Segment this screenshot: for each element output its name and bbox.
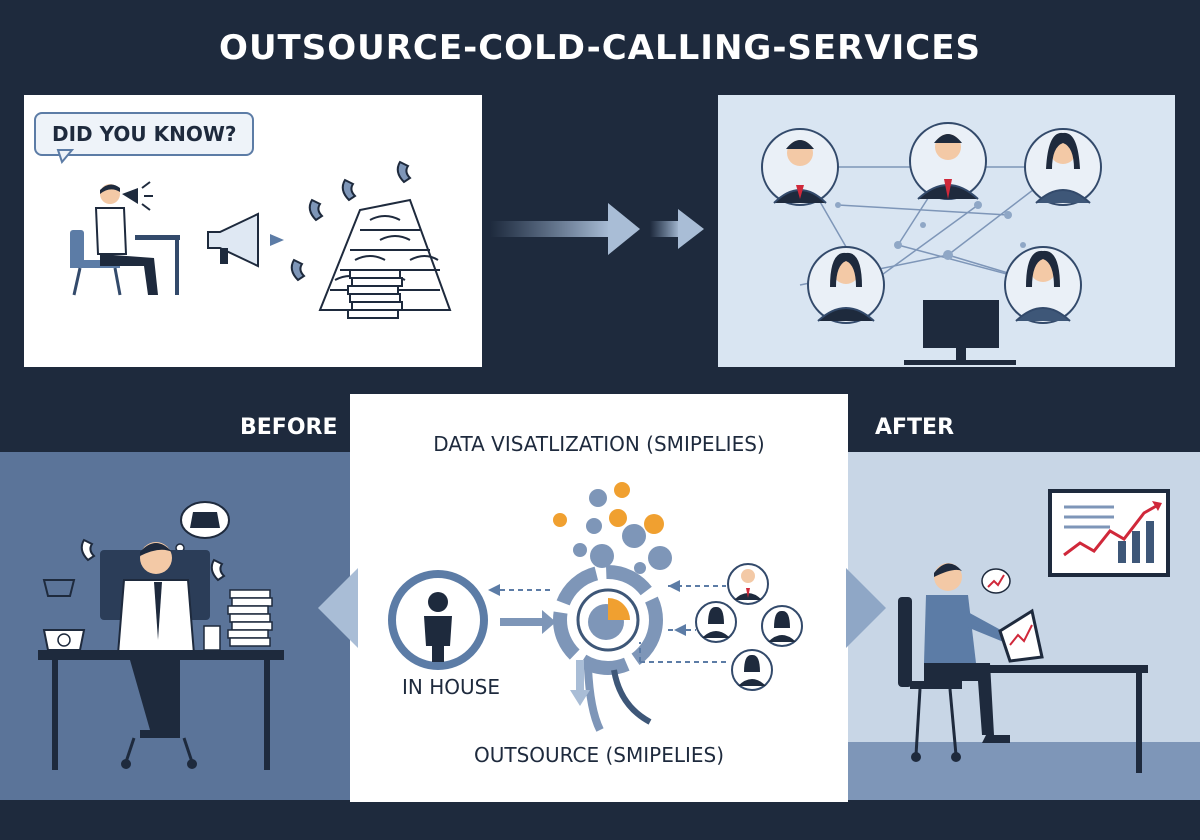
chevron-right-icon: [846, 568, 886, 648]
in-house-label: IN HOUSE: [402, 675, 500, 699]
after-label: AFTER: [875, 415, 955, 440]
outsource-label: OUTSOURCE (SMIPELIES): [473, 743, 725, 767]
center-heading: DATA VISATLIZATION (SMIPELIES): [433, 432, 765, 456]
did-you-know-bubble: DID YOU KNOW?: [34, 112, 255, 156]
chevron-left-icon: [318, 568, 358, 648]
top-arrows: [490, 203, 704, 255]
bubble-tail: [56, 149, 75, 165]
call-center-network-illustration: [761, 122, 1102, 365]
megaphone-icon: [207, 212, 284, 268]
page-title: OUTSOURCE-COLD-CALLING-SERVICES: [219, 28, 981, 68]
process-flow-diagram: [388, 482, 803, 732]
agent-avatar: [761, 128, 839, 206]
phone-pile-illustration: [290, 160, 452, 319]
before-label: BEFORE: [240, 415, 338, 440]
productive-worker-illustration: [898, 489, 1170, 773]
stressed-worker-illustration: [38, 501, 284, 770]
caller-at-desk-illustration: [70, 181, 180, 296]
